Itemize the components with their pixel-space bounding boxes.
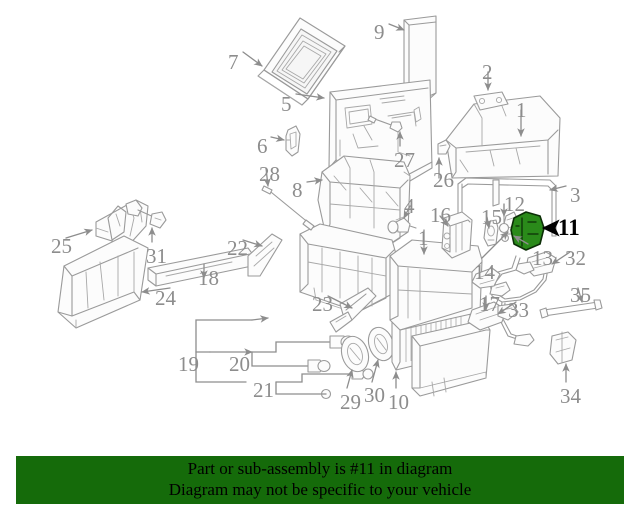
callout-1-mid: 1 [418,226,429,250]
callout-17: 17 [479,292,500,316]
part-32-connector [515,251,557,277]
part-1-case-lower [389,239,483,331]
part-26-clip [437,139,451,155]
part-16-module [441,211,473,259]
callout-13: 13 [532,246,553,270]
callout-28: 28 [259,162,280,186]
part-harness-connector-left [471,267,501,289]
callout-1-top: 1 [516,98,527,122]
callout-16: 16 [430,203,451,227]
part-6-clip [285,125,301,157]
part-34-connector [549,331,577,365]
part-24-duct-tray [57,235,149,329]
part-1-case-upper [445,95,561,179]
part-29-seal [340,335,370,373]
callout-7: 7 [228,50,239,74]
callout-5: 5 [281,92,292,116]
callout-3: 3 [570,183,581,207]
banner-line-2: Diagram may not be specific to your vehi… [168,480,472,499]
callout-19: 19 [178,352,199,376]
part-7-filter-cover [257,17,346,106]
part-19-cable-bracket [195,319,253,383]
callout-10: 10 [388,390,409,414]
callout-6: 6 [257,134,268,158]
callout-24: 24 [155,286,176,310]
callout-4: 4 [404,194,415,218]
part-28-rod [261,185,315,231]
banner-line-1: Part or sub-assembly is #11 in diagram [187,459,453,479]
callout-20: 20 [229,352,250,376]
leader-lines [65,23,584,389]
footer-banner: Part or sub-assembly is #11 in diagram D… [16,456,624,504]
callout-30: 30 [364,383,385,407]
callout-14: 14 [474,260,495,284]
callout-26: 26 [433,168,454,192]
part-wiring-harness [489,255,549,347]
callout-12: 12 [504,192,525,216]
callout-35: 35 [570,283,591,307]
callout-25: 25 [51,234,72,258]
callout-21: 21 [253,378,274,402]
callout-34: 34 [560,384,581,408]
callout-23: 23 [312,292,333,316]
callout-15: 15 [481,205,502,229]
part-27-bolt [367,115,403,133]
callout-33: 33 [508,298,529,322]
part-23-linkage [329,287,377,333]
callout-8: 8 [292,178,303,202]
part-35-rod [539,299,603,319]
callout-18: 18 [198,266,219,290]
callout-11: 11 [558,215,580,240]
part-2-bracket [473,91,509,111]
part-lower-housing [299,223,397,313]
callout-2: 2 [482,60,493,84]
part-20-cables [251,335,356,373]
callout-9: 9 [374,20,385,44]
callout-29: 29 [340,390,361,414]
callout-32: 32 [565,246,586,270]
callout-27: 27 [394,148,415,172]
callout-22: 22 [227,236,248,260]
callout-31: 31 [146,244,167,268]
part-4-grommet [387,217,417,234]
part-31-bolt [125,199,167,229]
part-22-duct [247,233,283,277]
part-33-connector [467,301,519,331]
